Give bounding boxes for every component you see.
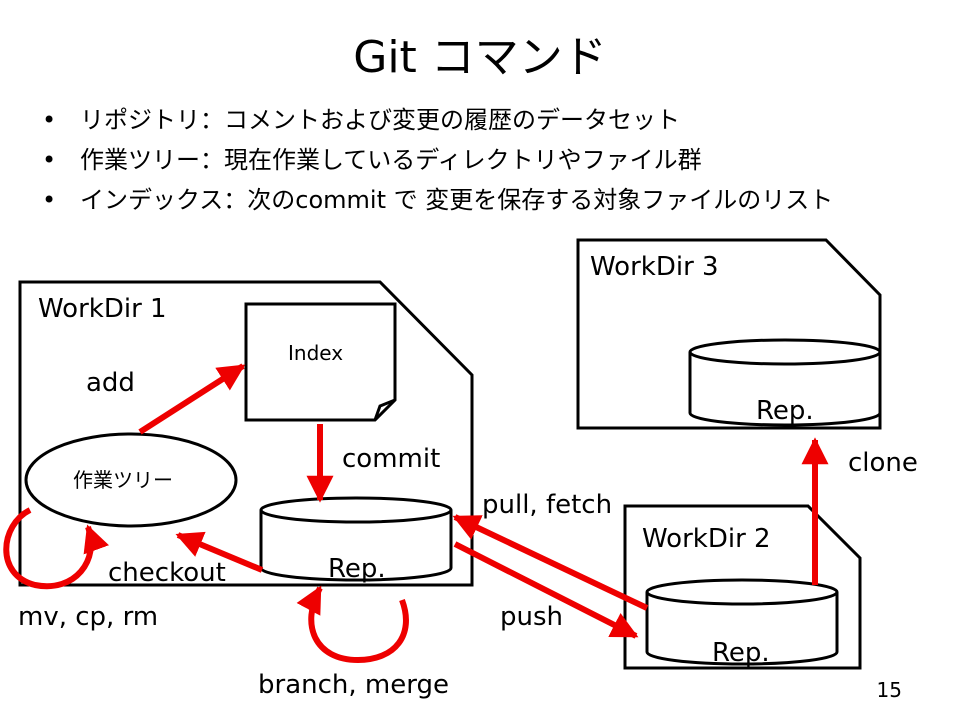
index-box [244, 302, 397, 422]
bullet-list: リポジトリ：コメントおよび変更の履歴のデータセット 作業ツリー：現在作業している… [40, 100, 833, 220]
work-tree-label: 作業ツリー [73, 468, 173, 492]
checkout-arrow [175, 531, 264, 573]
workdir-2-label: WorkDir 2 [642, 524, 771, 554]
index-fold [373, 398, 396, 421]
bullet-work-tree: 作業ツリー：現在作業しているディレクトリやファイル群 [40, 140, 833, 180]
page-number: 15 [876, 678, 902, 702]
bullet-index: インデックス：次のcommit で 変更を保存する対象ファイルのリスト [40, 180, 833, 220]
pull-fetch-label: pull, fetch [482, 490, 613, 520]
workdir-1-label: WorkDir 1 [38, 294, 167, 324]
index-label: Index [288, 341, 344, 365]
rep3-cylinder [688, 338, 882, 427]
workdir-3-label: WorkDir 3 [590, 252, 719, 282]
push-arrow [453, 541, 639, 639]
mv-cp-rm-label: mv, cp, rm [18, 602, 159, 632]
slide-title: Git コマンド [353, 32, 607, 83]
workdir-1-box [18, 280, 474, 587]
workdir-2-box [623, 504, 862, 670]
mv-cp-rm-loop [3, 507, 109, 590]
rep1-cylinder [259, 496, 453, 582]
rep1-label: Rep. [328, 554, 386, 584]
checkout-label: checkout [108, 558, 226, 588]
rep2-label: Rep. [712, 638, 770, 668]
commit-label: commit [342, 444, 441, 474]
branch-merge-label: branch, merge [258, 670, 449, 700]
branch-merge-loop [296, 585, 409, 664]
bullet-repository: リポジトリ：コメントおよび変更の履歴のデータセット [40, 100, 833, 140]
pull-fetch-arrow [452, 514, 649, 611]
add-arrow [138, 363, 246, 435]
rep3-label: Rep. [756, 396, 814, 426]
work-tree-ellipse [24, 432, 238, 528]
push-label: push [500, 602, 564, 632]
clone-label: clone [848, 448, 918, 478]
add-label: add [86, 368, 135, 398]
rep2-cylinder [645, 578, 839, 666]
